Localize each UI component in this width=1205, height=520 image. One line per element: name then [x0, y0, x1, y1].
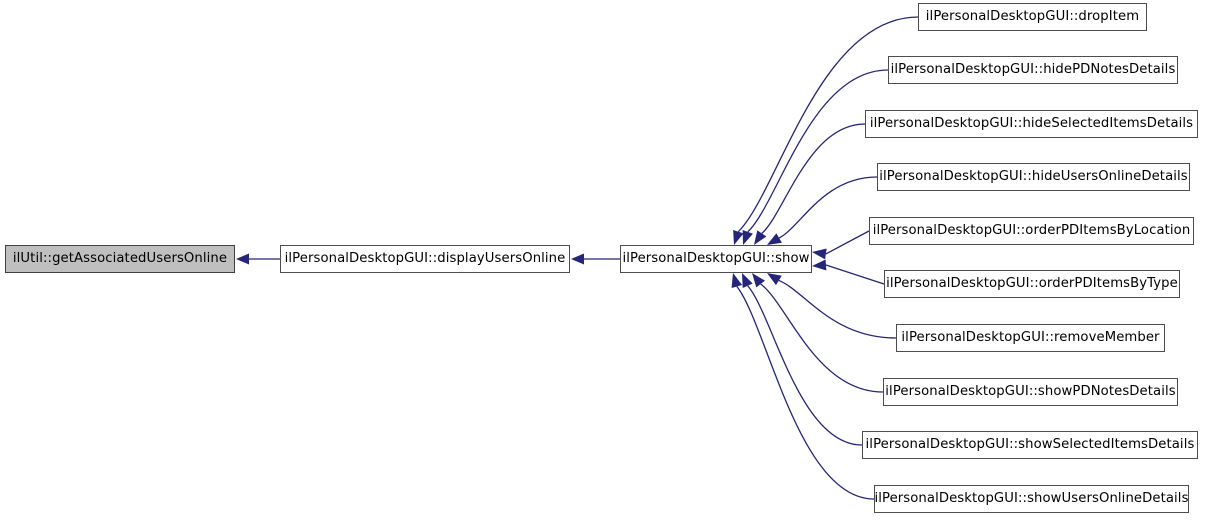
graph-arrowhead-showUsersOnlineDetails-to-show — [731, 273, 743, 288]
graph-node-displayUsersOnline[interactable]: ilPersonalDesktopGUI::displayUsersOnline — [280, 245, 570, 273]
graph-arrowhead-hideSelectedItemsDetails-to-show — [754, 230, 767, 245]
graph-arrowhead-showPDNotesDetails-to-show — [752, 273, 765, 288]
graph-edge-showPDNotesDetails-to-show — [760, 283, 884, 393]
graph-edge-orderPDItemsByLocation-to-show — [825, 230, 870, 255]
graph-arrowhead-hideUsersOnlineDetails-to-show — [767, 233, 782, 245]
graph-edge-showSelectedItemsDetails-to-show — [747, 285, 863, 446]
graph-node-label: ilPersonalDesktopGUI::hidePDNotesDetails — [890, 62, 1176, 78]
graph-node-label: ilPersonalDesktopGUI::orderPDItemsByType — [886, 276, 1178, 292]
graph-node-label: ilPersonalDesktopGUI::hideUsersOnlineDet… — [879, 169, 1188, 185]
graph-node-label: ilPersonalDesktopGUI::orderPDItemsByLoca… — [872, 223, 1191, 239]
graph-node-hideUsersOnlineDetails[interactable]: ilPersonalDesktopGUI::hideUsersOnlineDet… — [877, 163, 1190, 191]
graph-edge-hideUsersOnlineDetails-to-show — [778, 176, 878, 239]
graph-node-orderPDItemsByType[interactable]: ilPersonalDesktopGUI::orderPDItemsByType — [884, 270, 1180, 298]
graph-node-label: ilPersonalDesktopGUI::hideSelectedItemsD… — [869, 116, 1194, 132]
graph-node-label: ilPersonalDesktopGUI::showUsersOnlineDet… — [874, 491, 1189, 507]
graph-node-hidePDNotesDetails[interactable]: ilPersonalDesktopGUI::hidePDNotesDetails — [888, 56, 1178, 84]
graph-arrowhead-orderPDItemsByLocation-to-show — [812, 248, 827, 260]
graph-edge-hidePDNotesDetails-to-show — [747, 69, 889, 233]
graph-node-label: ilPersonalDesktopGUI::show — [622, 251, 810, 267]
graph-node-showSelectedItemsDetails[interactable]: ilPersonalDesktopGUI::showSelectedItemsD… — [862, 431, 1198, 459]
graph-arrowhead-removeMember-to-show — [767, 273, 782, 286]
graph-edge-dropItem-to-show — [737, 16, 919, 233]
graph-node-label: ilPersonalDesktopGUI::dropItem — [925, 9, 1140, 25]
graph-edge-hideSelectedItemsDetails-to-show — [761, 123, 866, 234]
graph-node-getAssociatedUsersOnline[interactable]: ilUtil::getAssociatedUsersOnline — [5, 245, 235, 273]
graph-node-show[interactable]: ilPersonalDesktopGUI::show — [620, 245, 812, 273]
graph-node-showPDNotesDetails[interactable]: ilPersonalDesktopGUI::showPDNotesDetails — [883, 378, 1178, 406]
graph-node-label: ilPersonalDesktopGUI::showSelectedItemsD… — [865, 437, 1195, 453]
graph-node-label: ilPersonalDesktopGUI::removeMember — [901, 330, 1160, 346]
graph-arrowhead-dropItem-to-show — [733, 229, 744, 245]
graph-arrowhead-hidePDNotesDetails-to-show — [742, 229, 753, 245]
graph-arrowhead-displayUsersOnline-to-getAssociatedUsersOnline — [236, 253, 249, 265]
graph-edge-removeMember-to-show — [778, 279, 897, 339]
graph-node-label: ilPersonalDesktopGUI::displayUsersOnline — [284, 251, 566, 267]
graph-node-removeMember[interactable]: ilPersonalDesktopGUI::removeMember — [896, 324, 1165, 352]
graph-node-label: ilUtil::getAssociatedUsersOnline — [12, 251, 228, 267]
graph-node-dropItem[interactable]: ilPersonalDesktopGUI::dropItem — [918, 3, 1147, 31]
graph-node-orderPDItemsByLocation[interactable]: ilPersonalDesktopGUI::orderPDItemsByLoca… — [869, 217, 1194, 245]
graph-node-hideSelectedItemsDetails[interactable]: ilPersonalDesktopGUI::hideSelectedItemsD… — [865, 110, 1198, 138]
graph-edge-showUsersOnlineDetails-to-show — [736, 286, 875, 500]
graph-arrowhead-orderPDItemsByType-to-show — [812, 259, 827, 271]
graph-node-showUsersOnlineDetails[interactable]: ilPersonalDesktopGUI::showUsersOnlineDet… — [874, 485, 1189, 513]
graph-arrowhead-showSelectedItemsDetails-to-show — [742, 273, 753, 289]
graph-arrowhead-show-to-displayUsersOnline — [571, 253, 584, 265]
graph-node-label: ilPersonalDesktopGUI::showPDNotesDetails — [885, 384, 1176, 400]
graph-edge-orderPDItemsByType-to-show — [825, 264, 885, 285]
